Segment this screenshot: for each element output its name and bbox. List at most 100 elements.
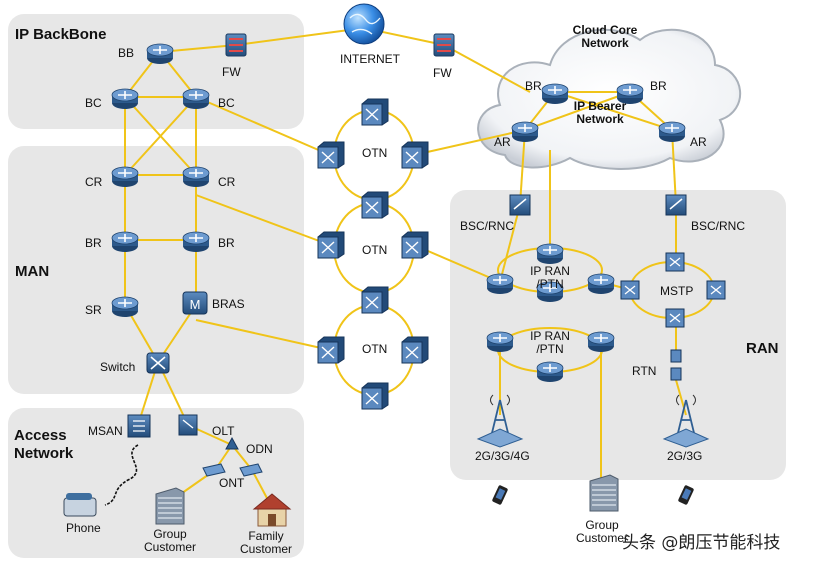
cr-label-right: CR: [218, 175, 236, 189]
router-icon: [536, 281, 564, 302]
cloud-br-left-icon: [541, 83, 569, 104]
mstp-label: MSTP: [660, 284, 694, 298]
bb-label: BB: [118, 46, 135, 60]
house-icon: [252, 493, 292, 527]
rtn-icon: [670, 349, 682, 381]
bc-label-left: BC: [85, 96, 102, 110]
fw-label: FW: [222, 65, 241, 79]
odn-icon: [225, 436, 239, 450]
link: [443, 44, 531, 93]
ar-left-icon: [511, 121, 539, 142]
cloud-core-label: Cloud Core Network: [572, 23, 638, 50]
msan-icon: [127, 414, 151, 438]
otn-label-3: OTN: [362, 342, 388, 356]
otn-node-icon: [361, 191, 389, 219]
mobile-phone-icon: [678, 485, 694, 505]
ip-ran-label-1: IP RAN /PTN: [530, 264, 570, 291]
router-icon: [486, 331, 514, 352]
cell-tower-icon: [662, 394, 710, 448]
mstp-node-icon: [665, 308, 685, 328]
ip-backbone-region: [8, 14, 304, 129]
olt-icon: [178, 414, 198, 436]
bsc-rnc-icon: [509, 194, 531, 216]
ar-label-left: AR: [494, 135, 511, 149]
otn-node-icon: [317, 336, 345, 364]
otn-node-icon: [361, 98, 389, 126]
otn-node-icon: [317, 231, 345, 259]
router-icon: [182, 231, 210, 252]
ip-backbone-label: IP BackBone: [15, 26, 107, 43]
br-label-right: BR: [218, 236, 235, 250]
sr-router-icon: [111, 296, 139, 317]
watermark: 头条 @朗压节能科技: [622, 533, 781, 553]
otn-label-2: OTN: [362, 243, 388, 257]
olt-label: OLT: [212, 424, 235, 438]
access-network-label: Access Network: [14, 427, 74, 462]
link: [251, 469, 269, 501]
link: [195, 96, 331, 156]
ont-label: ONT: [219, 476, 245, 490]
fw2-icon: [433, 33, 455, 57]
phone-icon: [63, 493, 97, 517]
phone-label: Phone: [66, 521, 101, 535]
bb-router-icon: [146, 43, 174, 64]
link: [524, 91, 631, 131]
br-label-left: BR: [85, 236, 102, 250]
ont-icon: [239, 463, 263, 477]
router-icon: [111, 166, 139, 187]
router-icon: [587, 273, 615, 294]
link: [195, 194, 331, 246]
building-icon: [589, 474, 619, 512]
router-icon: [486, 273, 514, 294]
otn-node-icon: [361, 286, 389, 314]
switch-icon: [146, 352, 170, 374]
otn-node-icon: [361, 382, 389, 410]
router-icon: [111, 88, 139, 109]
phone-cord: [104, 444, 139, 506]
ar-label-right: AR: [690, 135, 707, 149]
cell-tower-icon: [476, 394, 524, 448]
man-label: MAN: [15, 263, 50, 280]
link: [671, 129, 677, 206]
bras-icon: M: [182, 291, 208, 315]
bc-label-right: BC: [218, 96, 235, 110]
router-icon: [182, 166, 210, 187]
cr-label-left: CR: [85, 175, 103, 189]
fw2-label: FW: [433, 66, 452, 80]
ont-icon: [202, 463, 226, 477]
link: [519, 129, 526, 206]
cloud-br-right-icon: [616, 83, 644, 104]
g234-label: 2G/3G/4G: [475, 449, 530, 463]
bras-label: BRAS: [212, 297, 245, 311]
family-customer-label: Family Customer: [239, 529, 292, 556]
otn-node-icon: [401, 141, 429, 169]
svg-text:M: M: [190, 297, 201, 312]
otn-label-1: OTN: [362, 146, 388, 160]
rtn-label: RTN: [632, 364, 657, 378]
link: [413, 129, 526, 156]
ip-ran-label-2: IP RAN /PTN: [530, 329, 570, 356]
building-icon: [155, 487, 185, 525]
br-label-cloud-right: BR: [650, 79, 667, 93]
ar-right-icon: [658, 121, 686, 142]
link: [124, 96, 197, 176]
mobile-phone-icon: [492, 485, 508, 505]
link: [195, 319, 331, 351]
otn-node-icon: [401, 231, 429, 259]
group-customer-label: Group Customer: [143, 527, 196, 554]
mstp-node-icon: [706, 280, 726, 300]
router-icon: [536, 361, 564, 382]
switch-label: Switch: [100, 360, 136, 374]
bsc-rnc-label-right: BSC/RNC: [691, 219, 746, 233]
mstp-node-icon: [665, 252, 685, 272]
router-icon: [182, 88, 210, 109]
fw-icon: [225, 33, 247, 57]
msan-label: MSAN: [88, 424, 123, 438]
router-icon: [111, 231, 139, 252]
link: [554, 91, 673, 131]
link: [499, 204, 521, 283]
otn-node-icon: [401, 336, 429, 364]
sr-label: SR: [85, 303, 102, 317]
